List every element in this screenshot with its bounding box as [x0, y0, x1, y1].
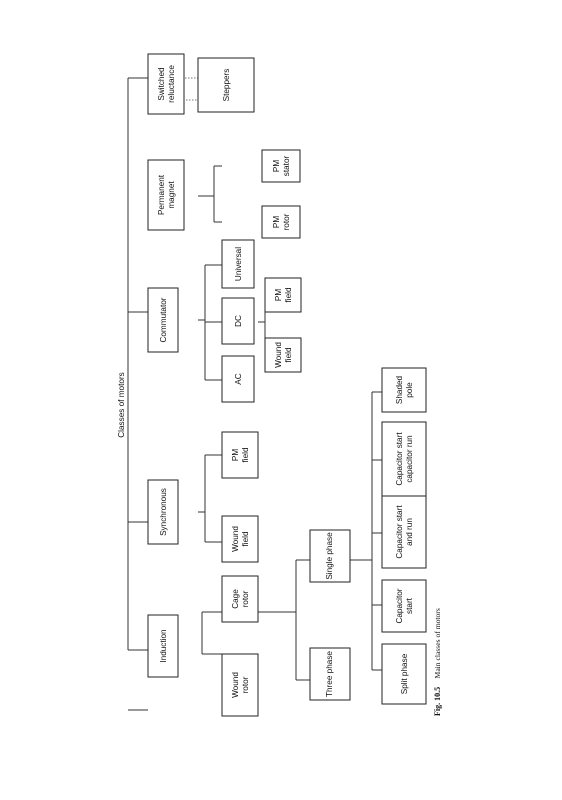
svg-text:rotor: rotor: [282, 213, 291, 230]
node-dc-pm-field: PM field: [264, 277, 302, 313]
svg-text:PM: PM: [272, 216, 281, 228]
svg-text:rotor: rotor: [241, 590, 250, 607]
node-cage-rotor: Cage rotor: [221, 575, 259, 623]
svg-text:PM: PM: [231, 449, 240, 461]
node-capacitor-start: Capacitor start: [381, 579, 427, 633]
node-permanent-magnet: Permanent magnet: [147, 159, 185, 231]
node-synchronous: Synchronous: [147, 479, 179, 545]
svg-text:capacitor run: capacitor run: [405, 435, 414, 483]
node-pm-rotor: PM rotor: [261, 205, 301, 239]
caption-text: Main classes of motors: [433, 608, 442, 678]
svg-text:field: field: [284, 287, 293, 302]
node-three-phase: Three phase: [309, 647, 351, 701]
svg-text:Capacitor start: Capacitor start: [395, 432, 404, 486]
node-shaded-pole: Shaded pole: [381, 367, 427, 413]
svg-text:AC: AC: [234, 373, 243, 384]
svg-text:Shaded: Shaded: [395, 375, 404, 404]
svg-text:magnet: magnet: [167, 181, 176, 209]
node-split-phase: Split phase: [381, 643, 427, 705]
svg-text:Wound: Wound: [274, 342, 283, 368]
svg-text:Steppers: Steppers: [222, 69, 231, 102]
node-switched-reluctance: Switched reluctance: [147, 53, 185, 115]
svg-text:pole: pole: [405, 382, 414, 398]
svg-text:Permanent: Permanent: [157, 174, 166, 215]
svg-text:stator: stator: [282, 155, 291, 176]
svg-text:field: field: [241, 531, 250, 546]
svg-text:Switched: Switched: [157, 67, 166, 101]
svg-text:and run: and run: [405, 518, 414, 546]
node-induction: Induction: [147, 614, 179, 678]
caption-number: Fig. 10.5: [433, 687, 442, 716]
svg-text:Induction: Induction: [159, 629, 168, 663]
svg-text:Fig. 10.5 Main classes: Fig. 10.5 Main classes of motors: [427, 608, 444, 716]
svg-text:Capacitor start: Capacitor start: [395, 505, 404, 559]
svg-text:Synchronous: Synchronous: [159, 488, 168, 536]
svg-text:PM: PM: [274, 289, 283, 301]
node-single-phase: Single phase: [309, 529, 351, 583]
node-capacitor-start-capacitor-run: Capacitor start capacitor run: [381, 421, 427, 497]
node-steppers: Steppers: [197, 57, 255, 113]
node-ac: AC: [221, 355, 255, 403]
svg-text:Split phase: Split phase: [400, 653, 409, 694]
node-capacitor-start-run: Capacitor start and run: [381, 495, 427, 569]
diagram-title: Classes of motors: [117, 372, 126, 438]
svg-text:DC: DC: [234, 315, 243, 327]
node-sync-pm-field: PM field: [221, 431, 259, 479]
svg-text:field: field: [284, 347, 293, 362]
svg-text:field: field: [241, 447, 250, 462]
node-commutator: Commutator: [147, 287, 179, 353]
svg-text:Wound: Wound: [231, 672, 240, 698]
node-sync-wound-field: Wound field: [221, 515, 259, 563]
node-dc-wound-field: Wound field: [264, 337, 302, 373]
svg-text:Commutator: Commutator: [159, 297, 168, 342]
node-pm-stator: PM stator: [261, 149, 301, 183]
node-dc: DC: [221, 297, 255, 345]
svg-text:Cage: Cage: [231, 589, 240, 609]
svg-text:Single phase: Single phase: [325, 532, 334, 580]
svg-text:reluctance: reluctance: [167, 65, 176, 103]
node-universal: Universal: [221, 239, 255, 289]
svg-text:start: start: [405, 597, 414, 614]
node-wound-rotor: Wound rotor: [221, 653, 259, 717]
svg-text:Wound: Wound: [231, 526, 240, 552]
figure-caption: Fig. 10.5 Main classes of motors: [427, 608, 444, 716]
svg-text:Universal: Universal: [234, 247, 243, 281]
svg-text:Three phase: Three phase: [325, 651, 334, 697]
svg-text:PM: PM: [272, 160, 281, 172]
svg-text:rotor: rotor: [241, 676, 250, 693]
tree-connectors: [127, 77, 382, 711]
svg-text:Capacitor: Capacitor: [395, 588, 404, 623]
